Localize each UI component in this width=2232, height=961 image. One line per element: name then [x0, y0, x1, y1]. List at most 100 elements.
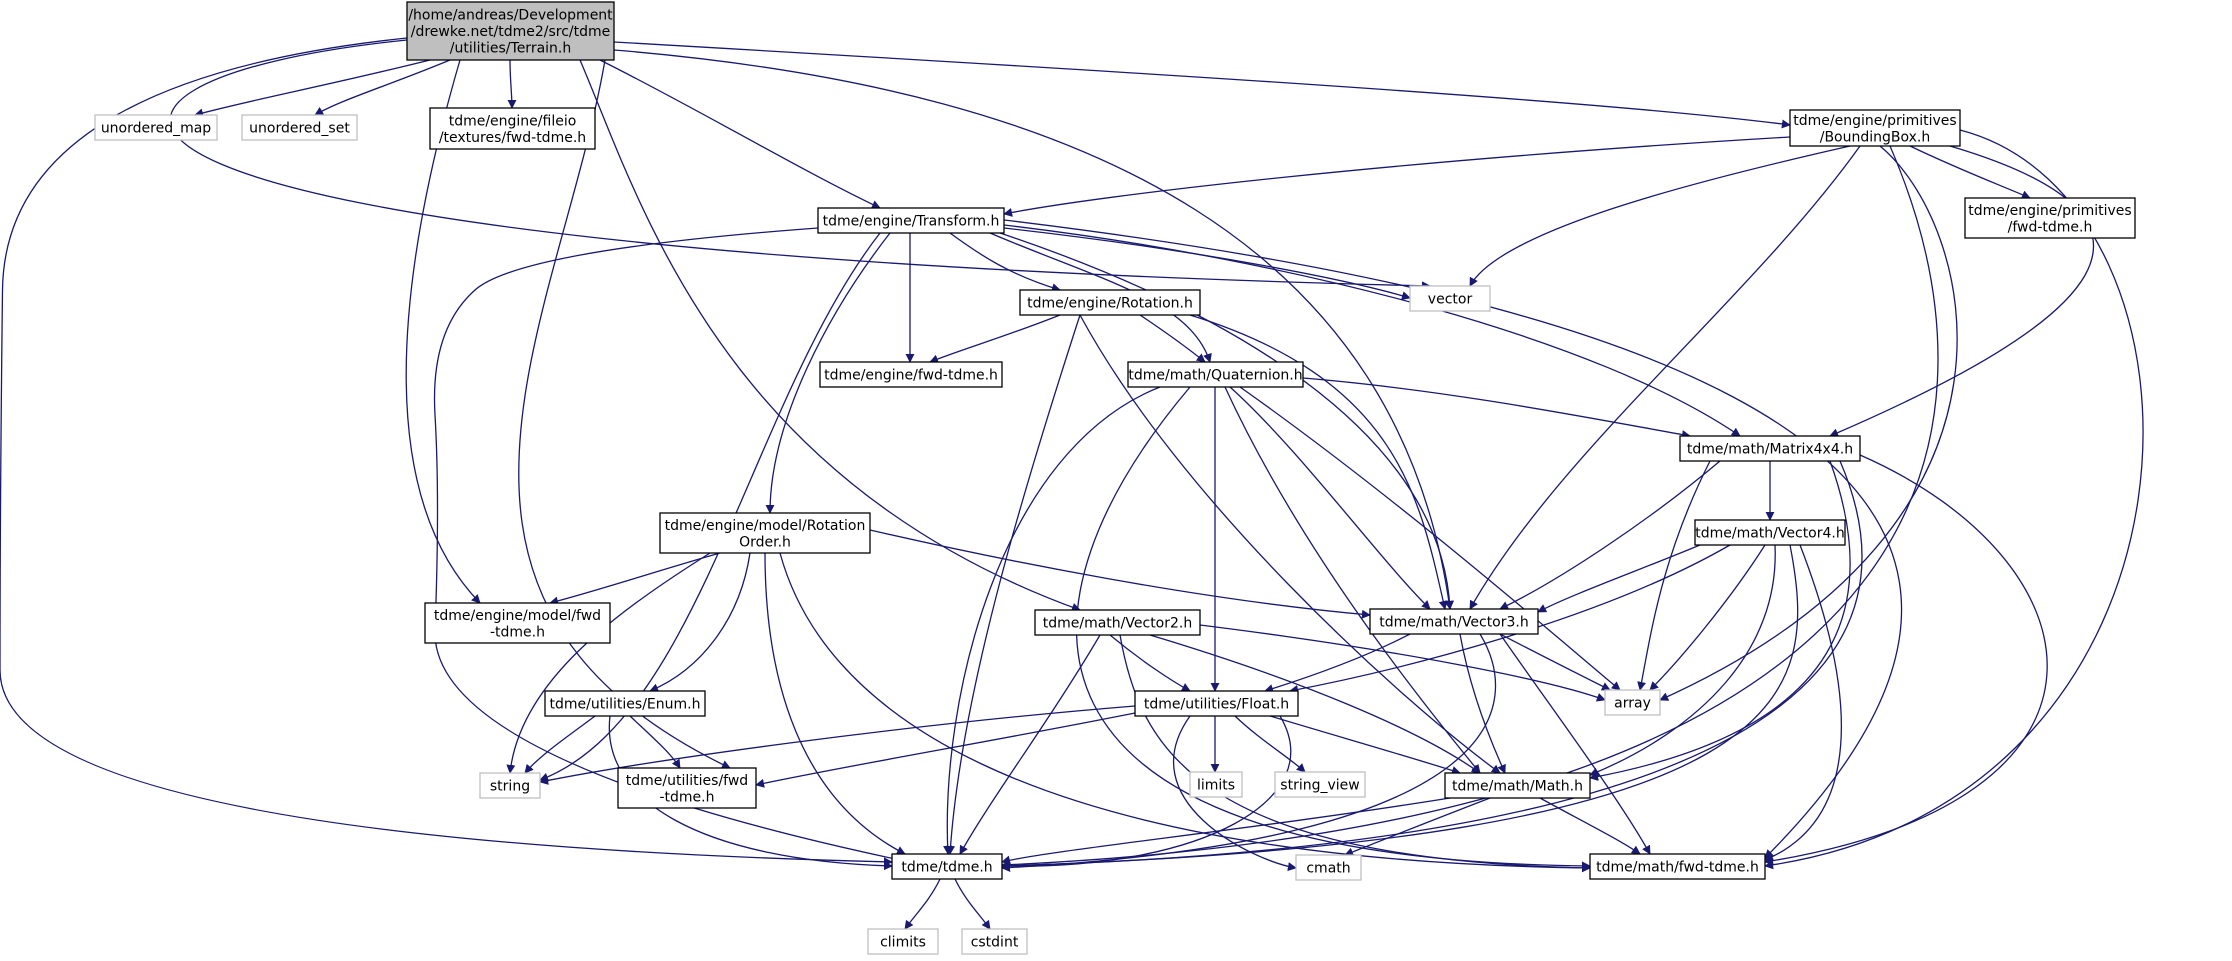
node-string: string	[479, 772, 541, 799]
node-float[interactable]: tdme/utilities/Float.h	[1134, 690, 1299, 717]
node-vector3[interactable]: tdme/math/Vector3.h	[1369, 608, 1539, 635]
node-fileio-fwd[interactable]: tdme/engine/fileio/textures/fwd-tdme.h	[429, 107, 596, 150]
edge-vector3-to-float	[1264, 633, 1411, 693]
node-label-line: climits	[880, 935, 926, 951]
edge-terrain-to-vector3	[613, 49, 1454, 610]
node-label-line: limits	[1197, 778, 1235, 794]
node-label-line: tdme/engine/Rotation.h	[1027, 296, 1193, 312]
edge-vector4-to-math_fwd	[1764, 544, 1843, 861]
node-utilities-fwd[interactable]: tdme/utilities/fwd-tdme.h	[617, 767, 757, 809]
edge-boundingbox-to-transform	[1003, 136, 1791, 217]
edge-float-to-math	[1269, 715, 1461, 775]
node-label-line: -tdme.h	[490, 624, 545, 640]
edge-rotationorder-to-vector3	[869, 529, 1371, 619]
edge-boundingbox-to-vector	[1469, 145, 1851, 287]
node-quaternion[interactable]: tdme/math/Quaternion.h	[1127, 361, 1304, 388]
node-box	[1589, 853, 1766, 880]
edge-math-to-cmath	[1344, 797, 1491, 857]
node-enum[interactable]: tdme/utilities/Enum.h	[544, 690, 706, 717]
node-label-line: tdme/engine/fileio	[449, 113, 577, 129]
edge-rotationorder-to-enum	[649, 552, 751, 693]
edge-transform-to-vector	[1003, 227, 1411, 300]
node-label-line: unordered_map	[101, 121, 211, 137]
node-model-fwd[interactable]: tdme/engine/model/fwd-tdme.h	[424, 602, 611, 644]
node-box	[241, 114, 358, 141]
node-vector2[interactable]: tdme/math/Vector2.h	[1034, 609, 1201, 636]
edge-quaternion-to-array	[1239, 386, 1621, 691]
edge-tdme-to-climits	[904, 878, 941, 930]
node-box	[1274, 771, 1366, 798]
node-label-line: tdme/math/Vector3.h	[1379, 615, 1528, 631]
edge-rotation-to-math	[1079, 314, 1501, 774]
edge-quaternion-to-vector3	[1229, 386, 1431, 610]
node-boundingbox[interactable]: tdme/engine/primitives/BoundingBox.h	[1789, 109, 1961, 147]
edge-vector4-to-array	[1649, 544, 1766, 691]
edge-math-to-math_fwd	[1539, 797, 1641, 855]
edge-rotation-to-vector3	[1189, 314, 1448, 610]
edge-boundingbox-to-primitives_fwd	[1909, 145, 2031, 199]
edge-terrain-to-unordered_map	[194, 59, 431, 118]
node-box	[424, 602, 611, 644]
edge-transform-to-rotationorder	[765, 232, 891, 514]
edge-terrain-to-vector	[169, 39, 1431, 291]
node-box	[1019, 289, 1201, 316]
edge-vector4-to-vector3	[1537, 544, 1701, 613]
node-unordered-set: unordered_set	[241, 114, 358, 141]
node-primitives-fwd[interactable]: tdme/engine/primitives/fwd-tdme.h	[1964, 197, 2136, 239]
node-box	[1127, 361, 1304, 388]
node-label-line: cstdint	[971, 935, 1019, 951]
edge-matrix4x4-to-math_fwd	[1764, 454, 2048, 866]
node-label-line: -tdme.h	[659, 789, 714, 805]
edge-math-to-tdme	[1001, 797, 1451, 865]
edge-float-to-string_view	[1234, 715, 1306, 773]
node-label-line: string_view	[1280, 778, 1359, 794]
node-label-line: /drewke.net/tdme2/src/tdme	[411, 24, 611, 40]
node-box	[544, 690, 706, 717]
node-label-line: tdme/math/Matrix4x4.h	[1687, 442, 1853, 458]
edge-matrix4x4-to-array	[1637, 460, 1711, 691]
node-label-line: Order.h	[739, 534, 791, 550]
node-box	[479, 772, 541, 799]
edge-enum-to-tdme	[608, 715, 893, 871]
node-rotation[interactable]: tdme/engine/Rotation.h	[1019, 289, 1201, 316]
node-terrain[interactable]: /home/andreas/Development/drewke.net/tdm…	[406, 1, 615, 61]
node-label-line: tdme/utilities/Enum.h	[550, 697, 701, 713]
node-label-line: tdme/utilities/Float.h	[1144, 697, 1289, 713]
node-math[interactable]: tdme/math/Math.h	[1444, 772, 1591, 799]
node-label-line: tdme/math/Quaternion.h	[1128, 368, 1302, 384]
node-box	[1409, 285, 1491, 312]
edge-rotation-to-quaternion	[1139, 314, 1206, 363]
edge-enum-to-utilities_fwd	[629, 715, 681, 769]
node-transform[interactable]: tdme/engine/Transform.h	[817, 207, 1005, 234]
edge-boundingbox-to-array	[1659, 145, 1958, 701]
node-vector4[interactable]: tdme/math/Vector4.h	[1694, 519, 1846, 546]
node-math-fwd[interactable]: tdme/math/fwd-tdme.h	[1589, 853, 1766, 880]
node-tdme[interactable]: tdme/tdme.h	[891, 853, 1003, 880]
node-label-line: tdme/engine/fwd-tdme.h	[824, 368, 998, 384]
edge-rotationorder-to-model_fwd	[549, 552, 721, 606]
node-string-view: string_view	[1274, 771, 1366, 798]
node-array: array	[1604, 689, 1661, 716]
node-box	[659, 512, 871, 554]
edge-quaternion-to-tdme	[943, 386, 1161, 855]
node-label-line: tdme/utilities/fwd	[626, 773, 748, 789]
edge-vector2-to-float	[1109, 634, 1191, 692]
node-matrix4x4[interactable]: tdme/math/Matrix4x4.h	[1679, 435, 1861, 462]
edge-rotation-to-engine_fwd	[929, 314, 1061, 364]
edge-boundingbox-to-math_fwd	[1764, 129, 2144, 870]
edge-transform-to-tdme	[433, 227, 901, 863]
node-box	[429, 107, 596, 150]
node-label-line: /home/andreas/Development	[408, 8, 613, 24]
node-box	[891, 853, 1003, 880]
node-engine-fwd[interactable]: tdme/engine/fwd-tdme.h	[819, 361, 1003, 388]
nodes-layer: /home/andreas/Development/drewke.net/tdm…	[94, 1, 2136, 955]
edge-vector2-to-math_fwd	[1119, 634, 1591, 873]
node-unordered-map: unordered_map	[94, 114, 218, 141]
node-label-line: tdme/math/fwd-tdme.h	[1596, 860, 1759, 876]
edge-terrain-to-model_fwd	[405, 59, 481, 604]
edge-float-to-cmath	[1173, 715, 1297, 872]
node-limits: limits	[1189, 771, 1243, 798]
edges-layer	[0, 37, 2144, 930]
